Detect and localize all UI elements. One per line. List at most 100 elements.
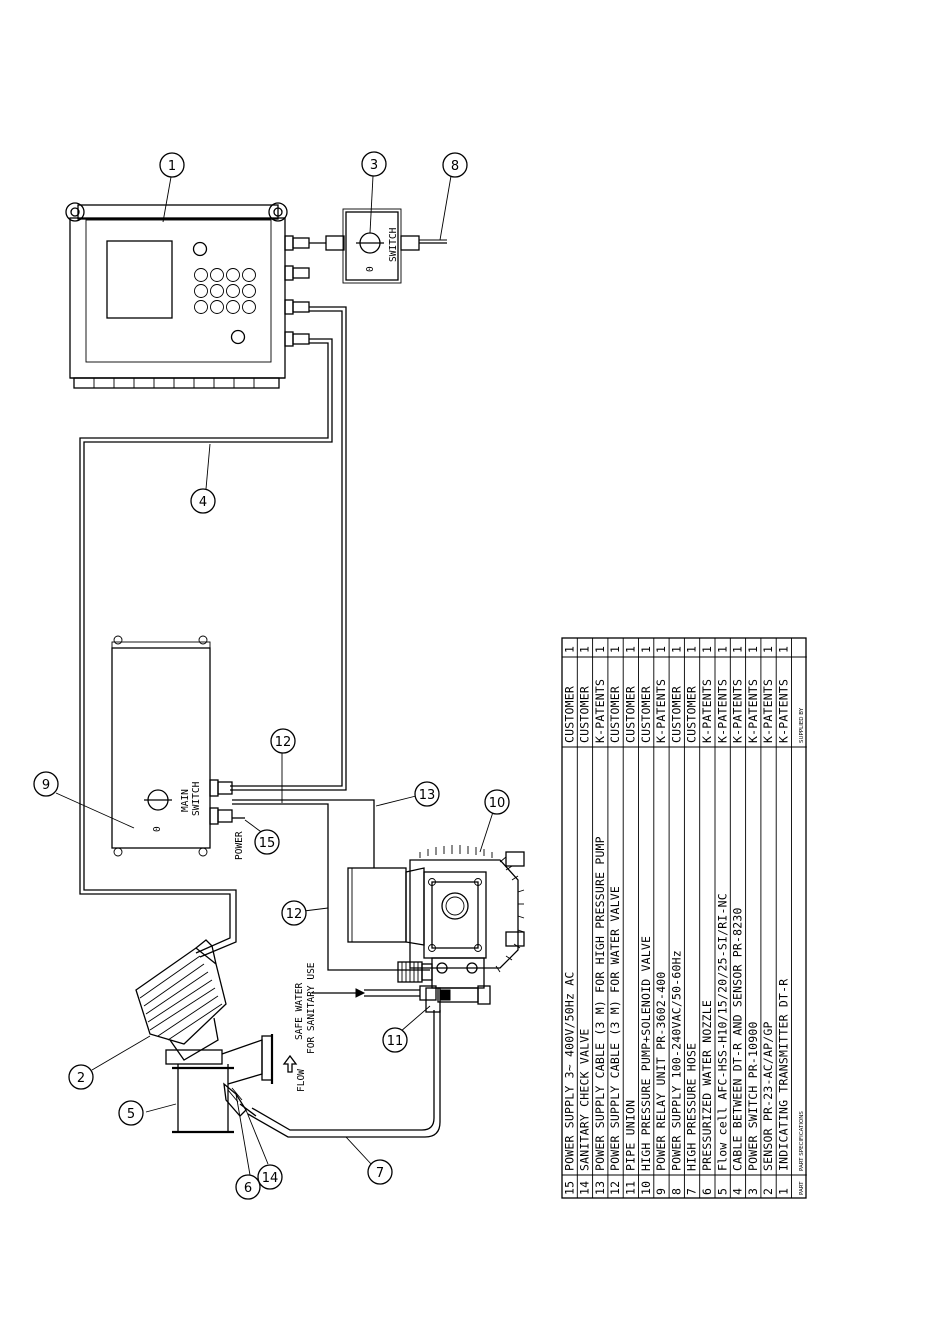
- svg-text:9: 9: [42, 778, 50, 793]
- main-switch-off-mark: 0: [152, 826, 163, 832]
- parts-row-6-qty: 1: [700, 646, 714, 653]
- balloon-9: 9: [34, 772, 58, 796]
- balloon-1: 1: [160, 153, 184, 177]
- parts-row-7-no: 7: [685, 1188, 699, 1195]
- svg-text:4: 4: [199, 495, 207, 510]
- balloon-10: 10: [485, 790, 509, 814]
- svg-text:3: 3: [370, 158, 378, 173]
- transmitter-dt-r: [66, 203, 309, 388]
- sensor-cable: [80, 307, 346, 957]
- parts-table-header-spec: PART SPECIFICATIONS: [799, 1111, 805, 1171]
- parts-row-10-qty: 1: [639, 646, 653, 653]
- parts-row-9-spec: POWER RELAY UNIT PR-3602-400: [654, 972, 668, 1171]
- parts-row-7-supplier: CUSTOMER: [685, 686, 699, 743]
- svg-text:11: 11: [387, 1034, 404, 1049]
- parts-row-2-spec: SENSOR PR-23-AC/AP/GP: [761, 1021, 775, 1171]
- svg-text:13: 13: [419, 788, 436, 803]
- parts-row-5-supplier: K-PATENTS: [715, 679, 729, 743]
- parts-row-4-spec: CABLE BETWEEN DT-R AND SENSOR PR-8230: [731, 907, 745, 1171]
- parts-row-9-no: 9: [654, 1188, 668, 1195]
- sensor-and-flow-cell: FLOW: [136, 940, 307, 1132]
- parts-row-12-no: 12: [608, 1181, 622, 1195]
- parts-row-4-qty: 1: [731, 646, 745, 653]
- parts-row-13-supplier: K-PATENTS: [593, 679, 607, 743]
- parts-row-14-qty: 1: [578, 646, 592, 653]
- parts-row-11-spec: PIPE UNION: [624, 1100, 638, 1171]
- parts-row-1-spec: INDICATING TRANSMITTER DT-R: [777, 979, 791, 1171]
- parts-list-table: 15POWER SUPPLY 3~ 400V/50Hz ACCUSTOMER11…: [562, 638, 807, 1198]
- balloon-8: 8: [443, 153, 467, 177]
- parts-row-14-no: 14: [578, 1181, 592, 1195]
- parts-row-13-qty: 1: [593, 646, 607, 653]
- parts-row-15-qty: 1: [562, 646, 576, 653]
- parts-row-1-no: 1: [777, 1188, 791, 1195]
- parts-row-8-no: 8: [669, 1188, 683, 1195]
- parts-row-1-qty: 1: [777, 646, 791, 653]
- safe-water-label-1: SAFE WATER: [294, 983, 305, 1040]
- high-pressure-pump: [348, 845, 524, 1004]
- switch-label: SWITCH: [388, 227, 399, 262]
- parts-table-header-no: PART: [799, 1181, 805, 1195]
- svg-text:5: 5: [127, 1107, 135, 1122]
- parts-row-15-supplier: CUSTOMER: [562, 686, 576, 743]
- flow-label: FLOW: [296, 1069, 307, 1092]
- balloon-7: 7: [368, 1160, 392, 1184]
- svg-text:1: 1: [168, 159, 176, 174]
- balloon-12-top: 12: [271, 729, 295, 753]
- parts-row-10-spec: HIGH PRESSURE PUMP+SOLENOID VALVE: [639, 936, 653, 1171]
- parts-row-13-spec: POWER SUPPLY CABLE (3 M) FOR HIGH PRESSU…: [593, 836, 607, 1171]
- pump-and-valve-cables: [232, 800, 430, 970]
- parts-row-2-no: 2: [761, 1188, 775, 1195]
- balloon-3: 3: [362, 152, 386, 176]
- svg-text:12: 12: [275, 735, 292, 750]
- svg-text:10: 10: [489, 796, 506, 811]
- parts-row-2-qty: 1: [761, 646, 775, 653]
- balloon-15: 15: [255, 830, 279, 854]
- parts-row-14-spec: SANITARY CHECK VALVE: [578, 1029, 592, 1171]
- parts-row-11-no: 11: [624, 1181, 638, 1195]
- safe-water-label-2: FOR SANITARY USE: [306, 962, 317, 1054]
- parts-row-13-no: 13: [593, 1181, 607, 1195]
- parts-row-3-spec: POWER SWITCH PR-10900: [746, 1021, 760, 1171]
- balloon-13: 13: [415, 782, 439, 806]
- parts-row-12-spec: POWER SUPPLY CABLE (3 M) FOR WATER VALVE: [608, 886, 622, 1171]
- parts-row-3-qty: 1: [746, 646, 760, 653]
- parts-row-7-spec: HIGH PRESSURE HOSE: [685, 1043, 699, 1171]
- balloon-4: 4: [191, 489, 215, 513]
- parts-row-8-qty: 1: [669, 646, 683, 653]
- main-switch-label-2: SWITCH: [191, 781, 202, 816]
- svg-text:8: 8: [451, 159, 459, 174]
- balloon-2: 2: [69, 1065, 93, 1089]
- parts-row-6-spec: PRESSURIZED WATER NOZZLE: [700, 1000, 714, 1171]
- svg-text:2: 2: [77, 1071, 85, 1086]
- svg-text:6: 6: [244, 1181, 252, 1196]
- parts-row-2-supplier: K-PATENTS: [761, 679, 775, 743]
- parts-row-8-spec: POWER SUPPLY 100-240VAC/50-60Hz: [669, 950, 683, 1171]
- balloon-6: 6: [236, 1175, 260, 1199]
- parts-row-11-supplier: CUSTOMER: [624, 686, 638, 743]
- parts-row-4-supplier: K-PATENTS: [731, 679, 745, 743]
- parts-row-6-no: 6: [700, 1188, 714, 1195]
- parts-table-header-supplier: SUPPLIED BY: [799, 707, 805, 743]
- parts-row-12-qty: 1: [608, 646, 622, 653]
- svg-text:7: 7: [376, 1166, 384, 1181]
- main-switch-label-1: MAIN: [180, 789, 191, 812]
- svg-text:12: 12: [286, 907, 303, 922]
- power-switch-box: 0 SWITCH: [309, 209, 447, 283]
- switch-off-mark: 0: [365, 266, 376, 272]
- balloon-5: 5: [119, 1101, 143, 1125]
- parts-row-12-supplier: CUSTOMER: [608, 686, 622, 743]
- parts-row-6-supplier: K-PATENTS: [700, 679, 714, 743]
- parts-row-14-supplier: CUSTOMER: [578, 686, 592, 743]
- parts-row-15-no: 15: [562, 1181, 576, 1195]
- parts-row-5-no: 5: [715, 1188, 729, 1195]
- parts-row-10-no: 10: [639, 1181, 653, 1195]
- parts-row-10-supplier: CUSTOMER: [639, 686, 653, 743]
- power-relay-unit: 0 MAIN SWITCH POWER: [112, 636, 245, 860]
- leader-lines: [56, 176, 493, 1175]
- high-pressure-hose: [248, 1010, 440, 1137]
- svg-text:14: 14: [262, 1171, 279, 1186]
- power-label: POWER: [234, 831, 245, 860]
- parts-row-1-supplier: K-PATENTS: [777, 679, 791, 743]
